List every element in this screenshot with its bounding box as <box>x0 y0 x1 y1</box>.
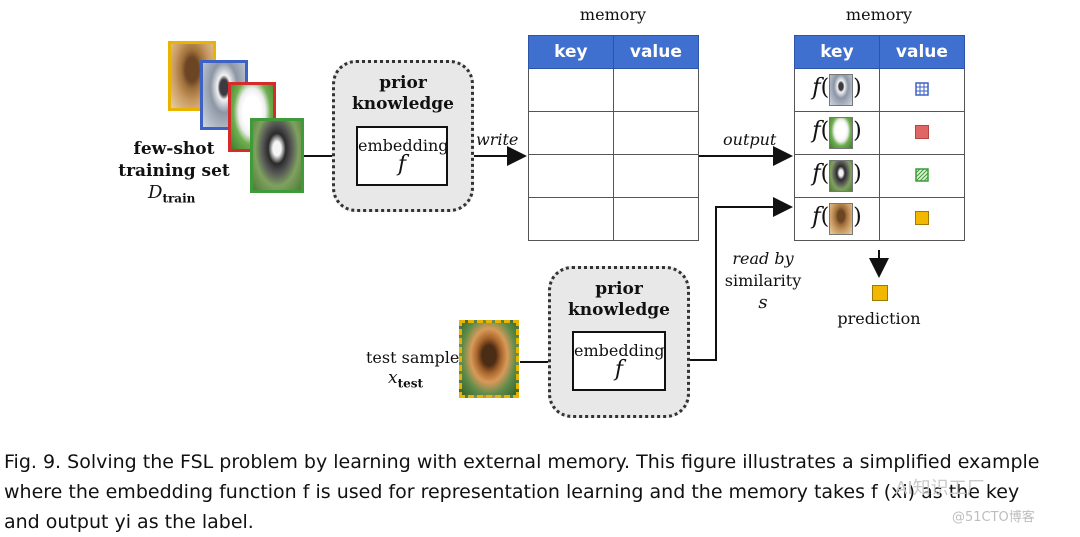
embedding-box-top: embedding f <box>356 126 449 186</box>
caption-line2: where the embedding function f is used f… <box>4 481 1020 503</box>
prior-knowledge-box-bottom: prior knowledge embedding f <box>548 266 690 418</box>
key-function-symbol: f <box>812 203 821 230</box>
prior-knowledge-box-top: prior knowledge embedding f <box>332 60 474 212</box>
memory-left-cell <box>612 111 700 155</box>
prediction-swatch <box>872 285 888 301</box>
memory-value-cell <box>878 154 966 198</box>
training-title-line2: training set <box>118 161 230 181</box>
memory-left-cell <box>528 154 614 198</box>
read-label-line1: read by <box>732 249 794 268</box>
key-function-symbol: f <box>812 117 821 144</box>
embedding-symbol: f <box>397 152 407 177</box>
training-photo-malamute <box>250 118 304 193</box>
memory-left-header-key: key <box>528 35 614 69</box>
read-by-similarity-label: read by similarity s <box>720 248 806 314</box>
key-thumbnail-husky <box>829 74 854 106</box>
memory-left-title: memory <box>579 5 647 24</box>
figure-caption: Fig. 9. Solving the FSL problem by learn… <box>4 447 1076 537</box>
memory-left-cell <box>528 68 614 112</box>
memory-key-cell: f() <box>794 197 880 241</box>
caption-line1: Fig. 9. Solving the FSL problem by learn… <box>4 451 1040 473</box>
key-thumbnail-malamute <box>829 160 854 192</box>
memory-left-cell <box>528 111 614 155</box>
prior-title-line2: knowledge <box>568 300 670 320</box>
key-thumbnail-german-shepherd <box>829 203 854 235</box>
memory-key-cell: f() <box>794 154 880 198</box>
arrow-read-by-similarity <box>664 197 793 361</box>
memory-value-cell <box>878 111 966 155</box>
memory-row: f() <box>794 154 966 198</box>
value-swatch-yellow <box>914 210 929 225</box>
memory-row: f() <box>794 197 966 241</box>
watermark-brand: AI知识工厂 <box>895 478 985 499</box>
prediction-label: prediction <box>837 309 921 328</box>
prior-title-line2: knowledge <box>352 94 454 114</box>
memory-key-cell: f() <box>794 68 880 112</box>
training-title-line1: few-shot <box>133 139 215 159</box>
prior-title-line1: prior <box>379 73 427 93</box>
memory-row: f() <box>794 68 966 112</box>
value-swatch-grid <box>915 81 929 96</box>
write-label: write <box>476 130 519 149</box>
memory-value-cell <box>878 197 966 241</box>
memory-right-header-key: key <box>794 35 880 69</box>
test-sample-label: test sample <box>366 348 460 367</box>
memory-key-cell: f() <box>794 111 880 155</box>
memory-value-cell <box>878 68 966 112</box>
caption-line3: and output yi as the label. <box>4 511 254 533</box>
read-label-line2: similarity <box>724 271 802 290</box>
key-thumbnail-white-dog <box>829 117 854 149</box>
memory-left-header-value: value <box>612 35 700 69</box>
embedding-label: embedding <box>574 341 665 360</box>
value-swatch-red <box>914 124 929 139</box>
memory-left-cell <box>528 197 614 241</box>
memory-right-title: memory <box>845 5 913 24</box>
memory-left-cell <box>612 197 700 241</box>
training-set-symbol: Dtrain <box>148 182 196 206</box>
value-swatch-hatched-green <box>915 167 929 182</box>
prior-title-line1: prior <box>595 279 643 299</box>
test-sample-symbol: xtest <box>388 368 424 391</box>
memory-right-header-value: value <box>878 35 966 69</box>
memory-row: f() <box>794 111 966 155</box>
memory-left-cell <box>612 68 700 112</box>
memory-left-cell <box>612 154 700 198</box>
embedding-symbol: f <box>614 357 624 382</box>
test-photo-german-shepherd <box>459 320 519 398</box>
memory-table-filled: key value f() f() f() f() <box>794 35 966 241</box>
key-function-symbol: f <box>812 160 821 187</box>
embedding-label: embedding <box>358 136 449 155</box>
memory-table-empty: key value <box>528 35 700 241</box>
watermark-site: @51CTO博客 <box>952 510 1035 525</box>
key-function-symbol: f <box>812 74 821 101</box>
read-label-symbol: s <box>758 292 768 313</box>
training-set-label: few-shot training set <box>108 138 240 182</box>
embedding-box-bottom: embedding f <box>572 331 666 391</box>
output-label: output <box>723 130 777 149</box>
